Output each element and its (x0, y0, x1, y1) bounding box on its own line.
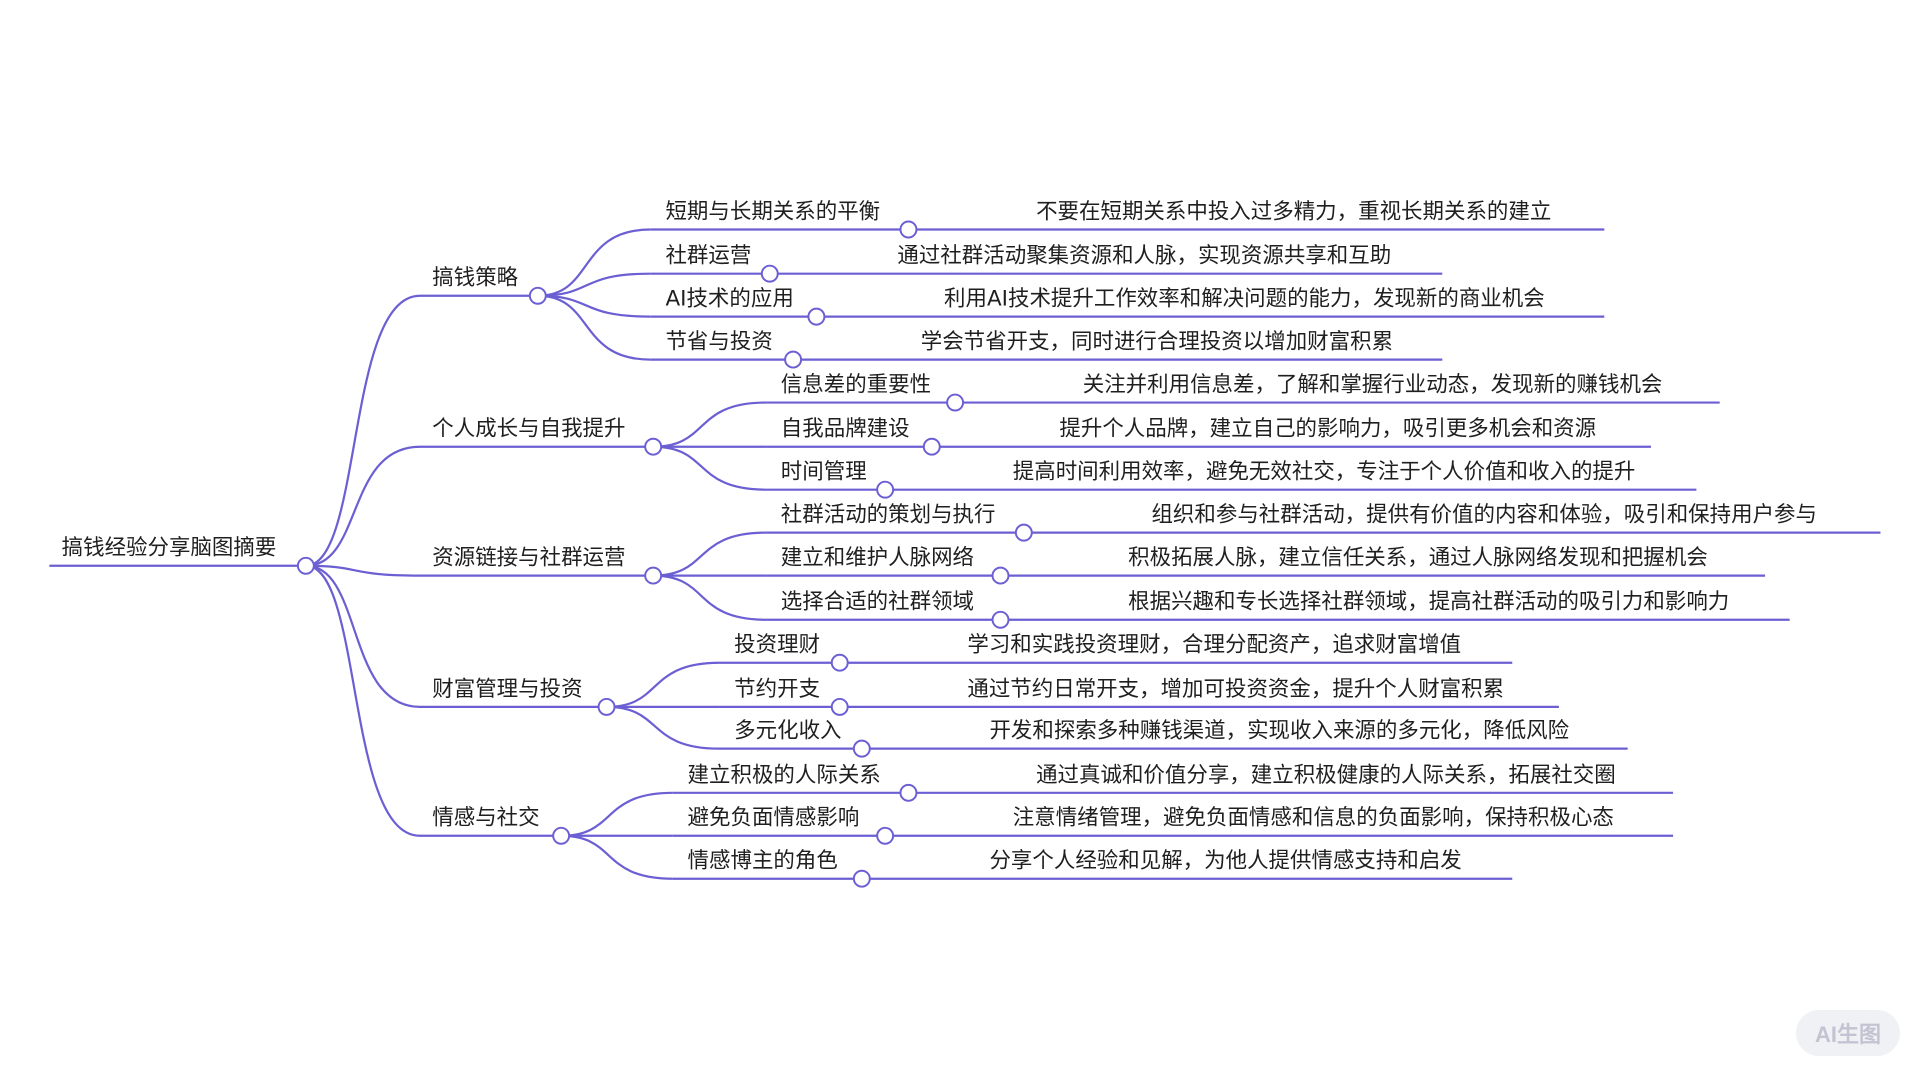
branch-node-label[interactable]: 资源链接与社群运营 (432, 546, 625, 571)
branch-collapse-toggle[interactable] (552, 826, 571, 845)
detail-node-label[interactable]: 开发和探索多种赚钱渠道，实现收入来源的多元化，降低风险 (989, 719, 1569, 744)
subtopic-collapse-toggle[interactable] (852, 739, 871, 758)
subtopic-node-label[interactable]: 信息差的重要性 (781, 373, 931, 398)
detail-node-label[interactable]: 分享个人经验和见解，为他人提供情感支持和启发 (989, 849, 1461, 874)
subtopic-collapse-toggle[interactable] (852, 869, 871, 888)
branch-collapse-toggle[interactable] (644, 566, 663, 585)
subtopic-node-label[interactable]: 建立积极的人际关系 (688, 763, 881, 788)
subtopic-collapse-toggle[interactable] (876, 480, 895, 499)
subtopic-collapse-toggle[interactable] (1014, 523, 1033, 542)
subtopic-node-label[interactable]: 自我品牌建设 (781, 417, 910, 442)
branch-node-label[interactable]: 财富管理与投资 (432, 677, 582, 702)
subtopic-collapse-toggle[interactable] (991, 566, 1010, 585)
detail-node-label[interactable]: 提高时间利用效率，避免无效社交，专注于个人价值和收入的提升 (1013, 460, 1636, 485)
detail-node-label[interactable]: 注意情绪管理，避免负面情感和信息的负面影响，保持积极心态 (1013, 806, 1614, 831)
subtopic-connector (537, 294, 651, 361)
subtopic-node-label[interactable]: 情感博主的角色 (688, 849, 838, 874)
detail-node-label[interactable]: 根据兴趣和专长选择社群领域，提高社群活动的吸引力和影响力 (1128, 590, 1729, 615)
root-collapse-toggle[interactable] (296, 556, 315, 575)
detail-node-label[interactable]: 积极拓展人脉，建立信任关系，通过人脉网络发现和把握机会 (1128, 546, 1708, 571)
subtopic-connector (561, 834, 673, 880)
subtopic-collapse-toggle[interactable] (876, 826, 895, 845)
subtopic-collapse-toggle[interactable] (899, 783, 918, 802)
subtopic-collapse-toggle[interactable] (922, 437, 941, 456)
subtopic-connector (653, 401, 767, 448)
detail-node-label[interactable]: 组织和参与社群活动，提供有价值的内容和体验，吸引和保持用户参与 (1151, 503, 1817, 528)
subtopic-node-label[interactable]: 多元化收入 (734, 719, 841, 744)
subtopic-connector (537, 272, 651, 297)
branch-node-label[interactable]: 个人成长与自我提升 (432, 417, 625, 442)
branch-connector (305, 564, 421, 837)
detail-node-label[interactable]: 通过真诚和价值分享，建立积极健康的人际关系，拓展社交圈 (1036, 763, 1616, 788)
subtopic-collapse-toggle[interactable] (830, 697, 849, 716)
subtopic-collapse-toggle[interactable] (899, 220, 918, 239)
subtopic-connector (653, 531, 767, 577)
detail-node-label[interactable]: 通过节约日常开支，增加可投资资金，提升个人财富积累 (967, 677, 1504, 702)
subtopic-collapse-toggle[interactable] (760, 264, 779, 283)
subtopic-collapse-toggle[interactable] (946, 393, 965, 412)
branch-connector (305, 294, 421, 567)
subtopic-connector (606, 705, 720, 750)
branch-collapse-toggle[interactable] (644, 437, 663, 456)
subtopic-node-label[interactable]: 建立和维护人脉网络 (781, 546, 974, 571)
subtopic-connector (561, 791, 673, 837)
branch-collapse-toggle[interactable] (528, 286, 547, 305)
subtopic-node-label[interactable]: 社群活动的策划与执行 (781, 503, 996, 528)
detail-node-label[interactable]: 不要在短期关系中投入过多精力，重视长期关系的建立 (1036, 199, 1551, 224)
subtopic-node-label[interactable]: 投资理财 (734, 633, 820, 658)
branch-node-label[interactable]: 情感与社交 (432, 806, 539, 831)
subtopic-node-label[interactable]: 选择合适的社群领域 (781, 590, 974, 615)
detail-node-label[interactable]: 学习和实践投资理财，合理分配资产，追求财富增值 (967, 633, 1461, 658)
branch-connector (305, 445, 421, 567)
detail-node-label[interactable]: 关注并利用信息差，了解和掌握行业动态，发现新的赚钱机会 (1083, 373, 1663, 398)
branch-node-label[interactable]: 搞钱策略 (432, 266, 518, 291)
branch-connector (305, 564, 421, 577)
subtopic-connector (653, 445, 767, 491)
subtopic-node-label[interactable]: 时间管理 (781, 460, 867, 485)
detail-node-label[interactable]: 通过社群活动聚集资源和人脉，实现资源共享和互助 (897, 244, 1391, 269)
detail-node-label[interactable]: 利用AI技术提升工作效率和解决问题的能力，发现新的商业机会 (944, 287, 1545, 312)
ai-generate-badge[interactable]: AI生图 (1796, 1010, 1900, 1056)
subtopic-collapse-toggle[interactable] (807, 307, 826, 326)
subtopic-collapse-toggle[interactable] (830, 653, 849, 672)
detail-node-label[interactable]: 学会节省开支，同时进行合理投资以增加财富积累 (921, 330, 1393, 355)
subtopic-node-label[interactable]: 短期与长期关系的平衡 (665, 199, 880, 224)
subtopic-node-label[interactable]: 避免负面情感影响 (688, 806, 860, 831)
subtopic-node-label[interactable]: 节约开支 (734, 677, 820, 702)
subtopic-collapse-toggle[interactable] (784, 350, 803, 369)
subtopic-node-label[interactable]: 社群运营 (665, 244, 751, 269)
root-node-label[interactable]: 搞钱经验分享脑图摘要 (62, 536, 277, 561)
subtopic-connector (606, 661, 720, 709)
subtopic-collapse-toggle[interactable] (991, 610, 1010, 629)
branch-collapse-toggle[interactable] (597, 697, 616, 716)
subtopic-node-label[interactable]: AI技术的应用 (665, 287, 793, 312)
subtopic-connector (537, 294, 651, 318)
subtopic-connector (653, 574, 767, 621)
subtopic-node-label[interactable]: 节省与投资 (665, 330, 772, 355)
detail-node-label[interactable]: 提升个人品牌，建立自己的影响力，吸引更多机会和资源 (1059, 417, 1596, 442)
subtopic-connector (537, 228, 651, 297)
branch-connector (305, 564, 421, 709)
